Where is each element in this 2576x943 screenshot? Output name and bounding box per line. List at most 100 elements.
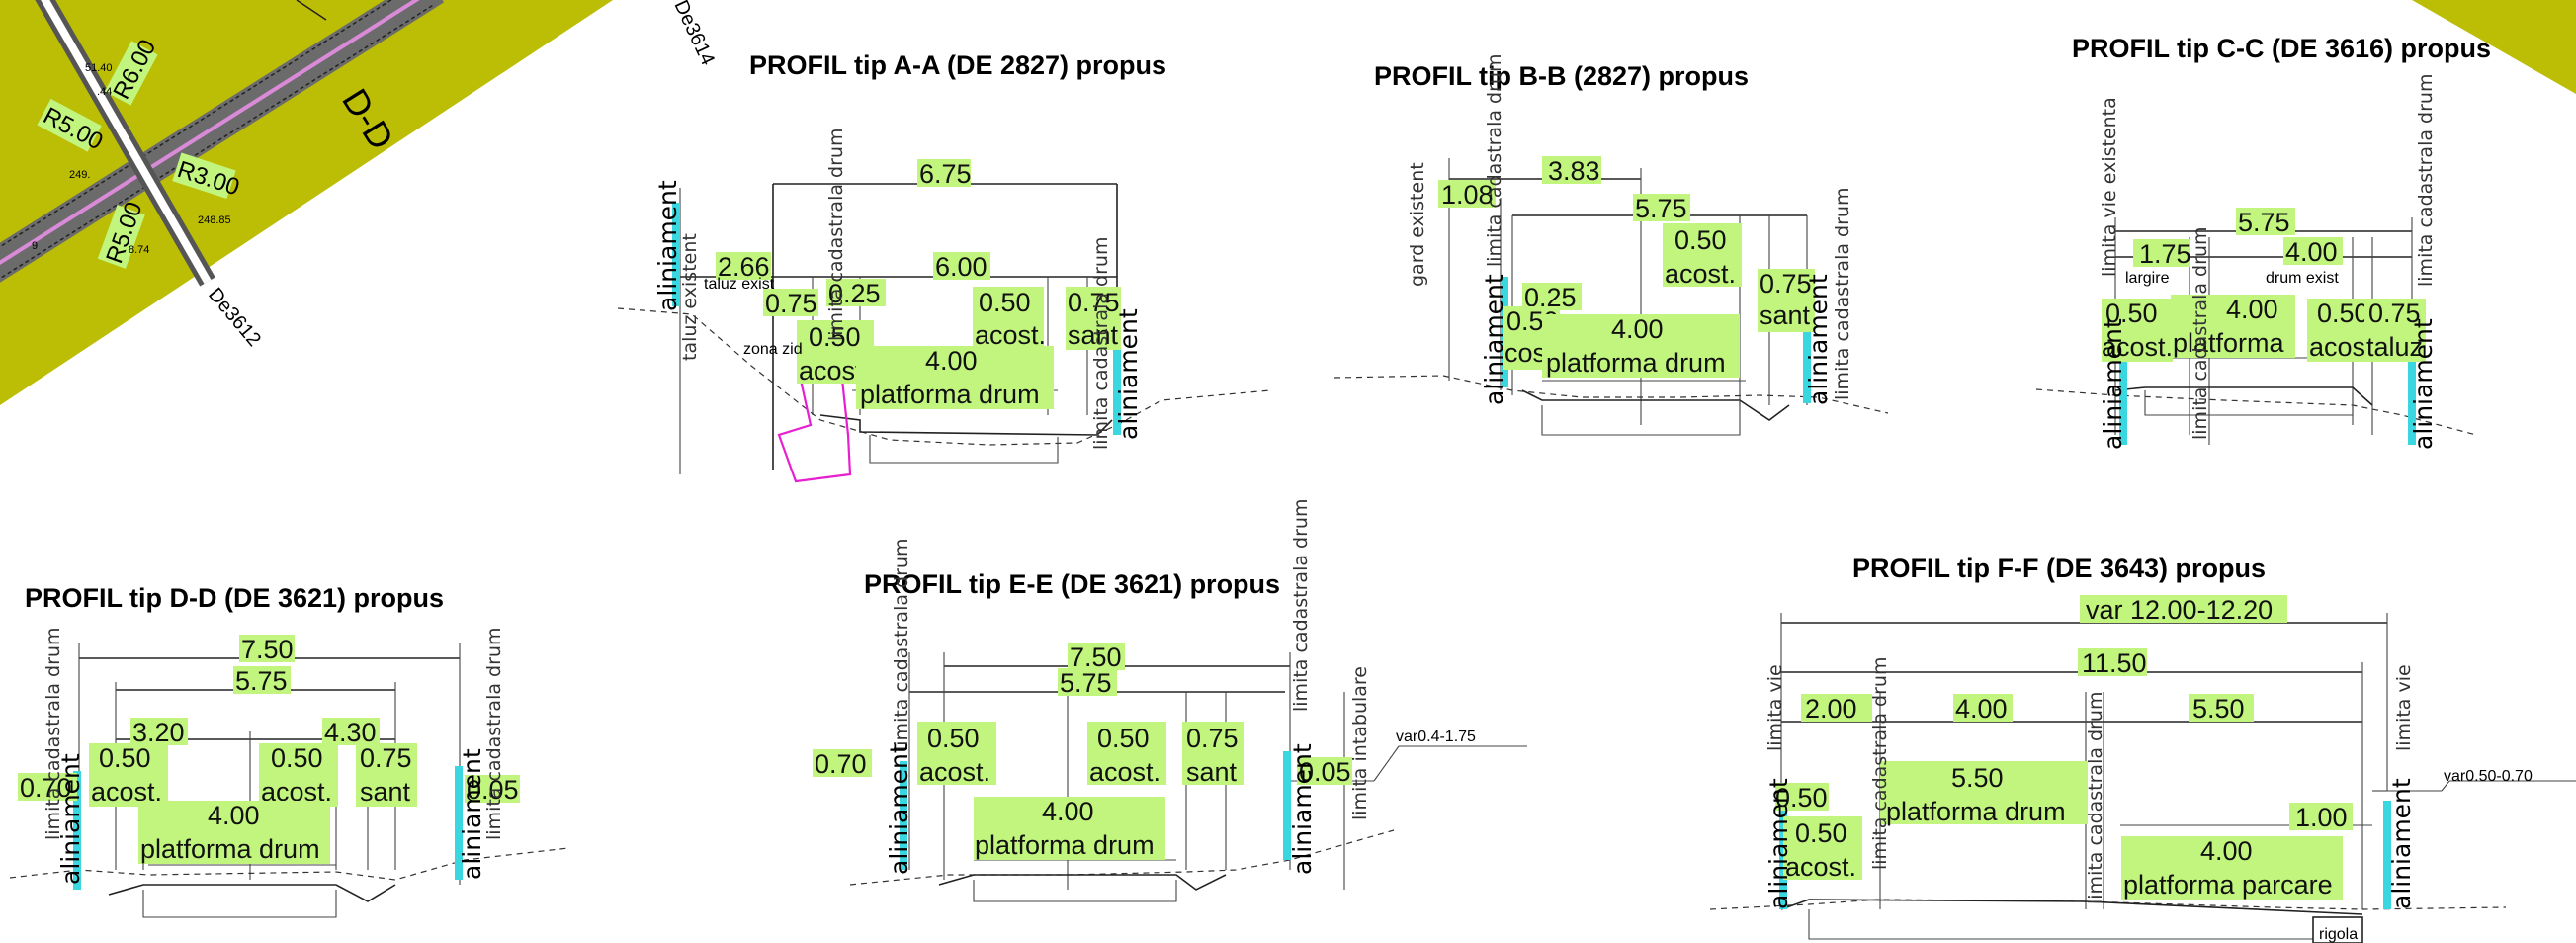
map-value: 9 xyxy=(32,240,38,252)
vertical-label: limita intabulare xyxy=(1349,666,1371,820)
vertical-label: limita cadastrala drum xyxy=(43,628,64,840)
label-sant: sant xyxy=(360,777,411,807)
label-acostament: acost. xyxy=(1089,757,1160,787)
vertical-label: limita vie existenta xyxy=(2099,97,2120,277)
section-title: PROFIL tip D-D (DE 3621) propus xyxy=(25,583,444,613)
note: largire xyxy=(2125,270,2170,287)
dimension-label: 5.75 xyxy=(1635,194,1687,223)
dimension-label: 1.08 xyxy=(1441,180,1494,210)
section-ee: PROFIL tip E-E (DE 3621) propus 7.50 5.7… xyxy=(813,499,1527,902)
vertical-label: limita cadastrala drum xyxy=(1290,499,1312,712)
dimension-label: 0.70 xyxy=(20,773,72,803)
dimension-label: 4.00 xyxy=(1955,694,2008,724)
label-platforma: platforma xyxy=(2173,328,2285,358)
vertical-label: limita vie xyxy=(1764,664,1786,751)
section-title: PROFIL tip A-A (DE 2827) propus xyxy=(749,50,1166,80)
note: drum exist xyxy=(2266,270,2339,287)
section-aa: PROFIL tip A-A (DE 2827) propus 6.75 2.6… xyxy=(617,50,1271,483)
dimension-label: 0.70 xyxy=(815,749,867,779)
dimension-label: 6.00 xyxy=(935,252,987,282)
label-platforma-drum: platforma drum xyxy=(860,380,1040,409)
section-title: PROFIL tip B-B (2827) propus xyxy=(1374,61,1749,91)
dimension-label: 0.50 xyxy=(1097,724,1150,753)
dimension-label: 4.00 xyxy=(2285,237,2338,267)
label-acostament: acost. xyxy=(975,320,1046,350)
section-title: PROFIL tip C-C (DE 3616) propus xyxy=(2072,34,2491,63)
dimension-label: 0.05 xyxy=(1299,757,1351,787)
vertical-label: limita cadastrala drum xyxy=(2190,227,2211,440)
dimension-label: var 12.00-12.20 xyxy=(2086,595,2273,625)
dimension-label: 4.00 xyxy=(925,346,978,376)
dimension-label: 4.30 xyxy=(324,718,377,747)
parcel-label: De3612 xyxy=(204,284,265,351)
dimension-label: 11.50 xyxy=(2082,648,2147,678)
dimension-label: 5.75 xyxy=(235,666,288,696)
aliniament-label: aliniament xyxy=(1288,743,1317,875)
dimension-label: 4.00 xyxy=(1611,314,1664,344)
dimension-label: 1.75 xyxy=(2139,239,2191,269)
note: rigola xyxy=(2319,926,2358,943)
section-title: PROFIL tip F-F (DE 3643) propus xyxy=(1852,554,2266,583)
vertical-label: gard existent xyxy=(1407,162,1428,287)
parcel-label: De3614 xyxy=(669,0,719,69)
note: var0.4-1.75 xyxy=(1396,729,1476,745)
note: zona zid xyxy=(743,341,803,358)
section-bb: PROFIL tip B-B (2827) propus 3.83 1.08 5… xyxy=(1333,54,1889,436)
aliniament-label: aliniament xyxy=(1480,274,1508,405)
label-platforma-drum: platforma drum xyxy=(1546,348,1726,378)
dimension-label: 0.05 xyxy=(467,775,519,805)
vertical-label: limita cadastrala drum xyxy=(1484,54,1505,267)
dimension-label: 0.50 xyxy=(927,724,980,753)
label-acostament: acost. xyxy=(2102,332,2173,362)
section-dd: PROFIL tip D-D (DE 3621) propus 7.50 5.7… xyxy=(9,583,569,918)
vertical-label: limita cadastrala drum xyxy=(825,129,847,341)
label-platforma-parcare: platforma parcare xyxy=(2123,870,2333,900)
section-cc: PROFIL tip C-C (DE 3616) propus 5.75 1.7… xyxy=(2035,34,2491,450)
note: taluz exist xyxy=(704,276,775,293)
dimension-label: 3.83 xyxy=(1548,156,1600,186)
dimension-label: 0.75 xyxy=(1068,288,1120,317)
dimension-label: 0.25 xyxy=(828,279,881,308)
dimension-label: 0.50 xyxy=(99,743,151,773)
label-acostament: acost. xyxy=(919,757,990,787)
dimension-label: 0.75 xyxy=(2368,299,2421,328)
road-corridor xyxy=(0,0,445,287)
dimension-label: 1.00 xyxy=(2295,803,2348,832)
label-platforma-drum: platforma drum xyxy=(140,834,320,864)
aliniament-label: aliniament xyxy=(2099,318,2127,450)
dimension-label: 0.50 xyxy=(2317,299,2369,328)
dimension-label: 0.75 xyxy=(1760,269,1812,299)
dimension-label: 0.75 xyxy=(1186,724,1239,753)
aliniament-label: aliniament xyxy=(1114,308,1143,440)
vertical-label: limita cadastrala drum xyxy=(1869,657,1891,870)
dimension-label: 0.50 xyxy=(979,288,1031,317)
dimension-label: 4.00 xyxy=(208,801,260,830)
dimension-label: 4.00 xyxy=(2200,836,2253,866)
dimension-label: 5.50 xyxy=(2192,694,2245,724)
vertical-label: limita cadastrala drum xyxy=(2415,74,2437,287)
aliniament-label: aliniament xyxy=(458,748,486,880)
vertical-label: limita cadastrala drum xyxy=(2085,692,2106,904)
vertical-label: taluz existent xyxy=(679,233,701,361)
vertical-label: limita cadastrala drum xyxy=(483,628,505,840)
dimension-label: 2.00 xyxy=(1805,694,1857,724)
dimension-label: 4.00 xyxy=(1042,797,1094,826)
label-acostament: acost. xyxy=(1785,852,1856,882)
label-platforma-drum: platforma drum xyxy=(1886,797,2066,826)
aliniament-label: aliniament xyxy=(653,180,682,311)
dimension-label: 0.50 xyxy=(271,743,323,773)
vertical-label: limita cadastrala drum xyxy=(1832,188,1853,400)
section-title: PROFIL tip E-E (DE 3621) propus xyxy=(864,569,1280,599)
map-background xyxy=(0,0,613,405)
dimension-label: 0.50 xyxy=(2105,299,2158,328)
label-platforma-drum: platforma drum xyxy=(975,830,1155,860)
dimension-label: 0.50 xyxy=(1775,783,1828,813)
dimension-label: 4.00 xyxy=(2226,295,2278,324)
dimension-label: 5.75 xyxy=(2238,208,2290,237)
dimension-label: 6.75 xyxy=(919,159,972,189)
section-ff: PROFIL tip F-F (DE 3643) propus var 12.0… xyxy=(1709,554,2576,943)
map-value: .44 xyxy=(97,86,112,98)
dimension-label: 5.50 xyxy=(1951,763,2004,793)
dimension-label: 7.50 xyxy=(241,635,294,664)
